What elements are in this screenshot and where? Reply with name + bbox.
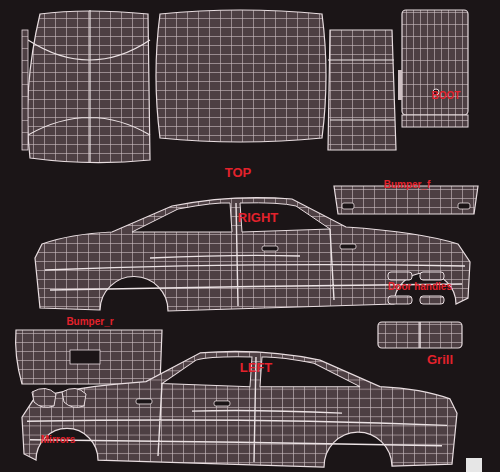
- view-label: LEFT: [238, 361, 275, 376]
- view-label: TOP: [223, 166, 254, 181]
- part-label: Grill: [425, 353, 455, 368]
- part-label: Door handles: [386, 281, 454, 293]
- part-label: Bumper_r: [64, 316, 115, 328]
- part-label: Bumper_f: [382, 179, 433, 191]
- part-label: Mirrors: [39, 434, 77, 446]
- part-label: BOOT: [430, 90, 463, 102]
- view-label: RIGHT: [236, 211, 280, 226]
